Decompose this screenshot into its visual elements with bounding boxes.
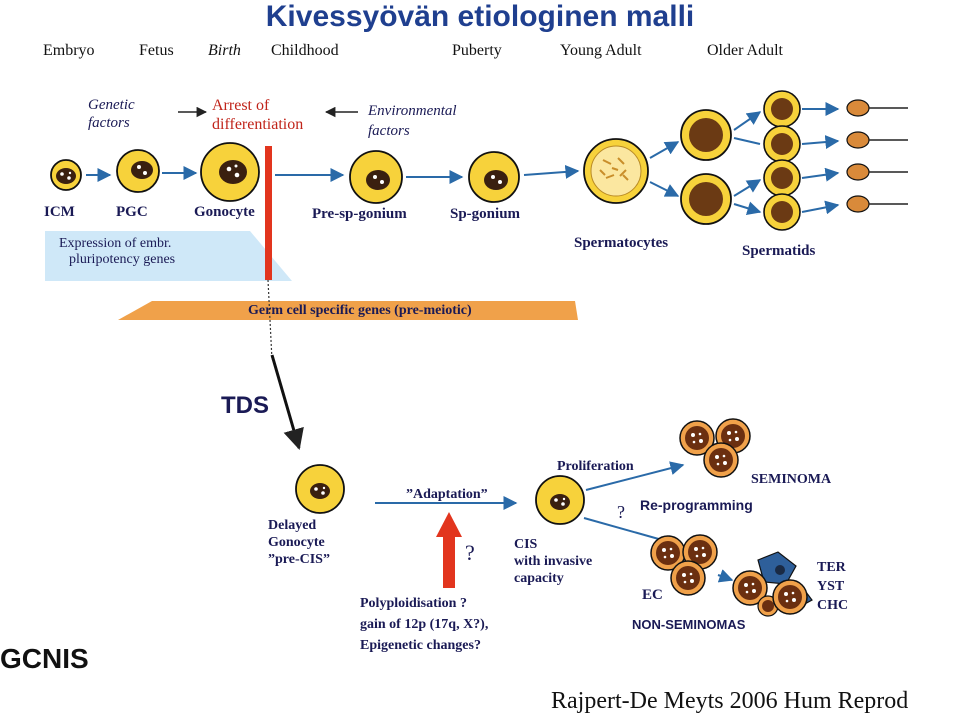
stage-childhood: Childhood	[271, 42, 339, 59]
label-pgc: PGC	[116, 204, 148, 220]
cell-spermatids	[763, 90, 801, 231]
reprogramming-question: ?	[617, 502, 625, 522]
ec-cluster	[650, 534, 718, 596]
dotted-line	[267, 279, 273, 361]
germ-cell-band	[118, 301, 578, 320]
nonseminomas-label: NON-SEMINOMAS	[632, 617, 746, 632]
label-spermatocytes: Spermatocytes	[574, 235, 669, 251]
gcnis-label: GCNIS	[0, 643, 89, 674]
tds-arrow	[270, 354, 304, 451]
reprogramming-label: Re-programming	[640, 497, 753, 513]
seminoma-cluster	[679, 418, 751, 478]
stage-older-adult: Older Adult	[707, 42, 783, 59]
cell-spermatogonium	[468, 151, 520, 203]
proliferation-label: Proliferation	[557, 459, 634, 474]
stage-birth: Birth	[208, 42, 241, 59]
stage-puberty: Puberty	[452, 42, 502, 59]
question-mark: ?	[465, 540, 475, 565]
tds-label: TDS	[221, 392, 269, 419]
polyploidisation-label: Polyploidisation ?gain of 12p (17q, X?),…	[360, 596, 489, 653]
polyploid-arrow-head	[436, 512, 462, 537]
cell-icm	[50, 159, 82, 191]
germ-cell-genes-label: Germ cell specific genes (pre-meiotic)	[248, 303, 472, 318]
cell-cis	[536, 476, 584, 524]
arrest-bar	[265, 146, 272, 280]
adaptation-label: ”Adaptation”	[406, 487, 488, 502]
arrow-spc-up	[649, 141, 680, 159]
label-sp-gonium: Sp-gonium	[450, 206, 521, 222]
label-gonocyte: Gonocyte	[194, 204, 255, 220]
ter-yst-chc-cells	[732, 551, 813, 617]
label-icm: ICM	[44, 204, 75, 220]
ec-label: EC	[642, 587, 663, 603]
proliferation-arrow	[585, 461, 685, 491]
cell-pgc	[116, 149, 160, 193]
page-title: Kivessyövän etiologinen malli	[265, 0, 695, 33]
citation: Rajpert-De Meyts 2006 Hum Reprod	[551, 688, 909, 714]
cell-delayed-gonocyte	[296, 465, 344, 513]
seminoma-label: SEMINOMA	[751, 472, 832, 487]
cell-pre-spermatogonium	[349, 150, 403, 204]
stage-embryo: Embryo	[43, 42, 95, 59]
pluripotency-label: Expression of embr.pluripotency genes	[59, 236, 176, 267]
stage-young-adult: Young Adult	[560, 42, 642, 59]
arrow-spg-spc	[523, 164, 580, 179]
cell-gonocyte	[200, 142, 260, 202]
label-spermatids: Spermatids	[742, 243, 816, 259]
pluripotency-band	[45, 231, 292, 281]
cell-spermatocyte-pair	[680, 109, 732, 225]
cell-spermatocyte-large	[583, 138, 649, 204]
label-pre-sp-gonium: Pre-sp-gonium	[312, 206, 407, 222]
polyploid-arrow-shaft	[443, 535, 455, 588]
sperm-cells	[846, 99, 909, 213]
stage-fetus: Fetus	[139, 42, 174, 59]
arrow-spc-down	[649, 181, 680, 197]
